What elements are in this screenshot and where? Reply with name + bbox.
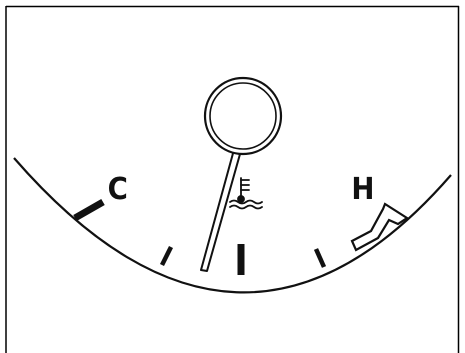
coolant-temperature-icon xyxy=(229,177,263,210)
tick-marks xyxy=(73,198,327,275)
tick-cold xyxy=(73,198,105,222)
hot-label: H xyxy=(351,171,374,206)
needle-hub-inner xyxy=(209,82,277,150)
gauge-needle xyxy=(200,76,283,272)
needle-shaft xyxy=(200,145,243,272)
frame-border xyxy=(5,5,460,353)
hot-zone-marker xyxy=(350,202,410,252)
tick-quarter xyxy=(159,245,174,267)
cold-label: C xyxy=(108,171,128,206)
tick-three-quarter xyxy=(313,248,327,268)
